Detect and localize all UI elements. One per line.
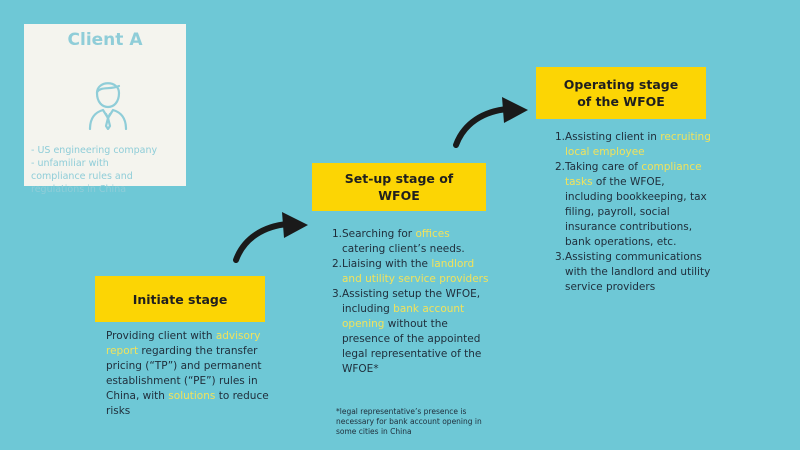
text-run: Assisting communications with the landlo…: [565, 251, 711, 293]
text-run: Searching for: [342, 228, 416, 240]
list-number: 3.: [332, 288, 343, 300]
text-run: Liaising with the: [342, 258, 432, 270]
list-number: 2.: [332, 258, 343, 270]
text-run: Taking care of: [565, 161, 642, 173]
text-run: without the presence of the appointed le…: [342, 318, 482, 375]
client-line: regulations in China: [31, 184, 127, 195]
highlight-text: bank account opening: [342, 303, 465, 330]
setup-stage-title-line: Set-up stage of: [344, 171, 454, 186]
list-item: 1. Searching for offices catering client…: [332, 227, 492, 257]
list-number: 1.: [555, 131, 566, 143]
client-line: - US engineering company: [31, 145, 158, 156]
list-item: 1. Assisting client in recruiting local …: [555, 130, 715, 160]
client-line: - unfamiliar with: [31, 158, 109, 169]
list-number: 1.: [332, 228, 343, 240]
curved-arrow-icon: [453, 97, 528, 148]
highlight-text: landlord and utility service providers: [342, 258, 489, 285]
initiate-stage-header: Initiate stage: [95, 276, 265, 322]
operating-stage-title-line: Operating stage: [563, 77, 679, 92]
operating-stage-list: 1. Assisting client in recruiting local …: [555, 130, 715, 295]
initiate-stage-description: Providing client with advisory report re…: [106, 329, 276, 419]
footnote: *legal representative’s presence is nece…: [336, 407, 482, 436]
text-run: regarding the transfer pricing (“TP”) an…: [106, 345, 262, 402]
client-line: compliance rules and: [31, 171, 133, 182]
initiate-stage-title: Initiate stage: [132, 291, 228, 307]
text-run: of the WFOE, including bookkeeping, tax …: [565, 176, 707, 248]
business-person-icon: [88, 82, 128, 130]
list-item: 2. Taking care of compliance tasks of th…: [555, 160, 715, 250]
list-number: 2.: [555, 161, 566, 173]
setup-stage-list: 1. Searching for offices catering client…: [332, 227, 492, 377]
setup-stage-header: Set-up stage of WFOE: [312, 163, 486, 211]
client-description: - US engineering company - unfamiliar wi…: [31, 144, 186, 196]
text-run: catering client’s needs.: [342, 243, 465, 255]
operating-stage-header: Operating stage of the WFOE: [536, 67, 706, 119]
list-item: 3. Assisting setup the WFOE, including b…: [332, 287, 492, 377]
highlight-text: advisory report: [106, 330, 261, 357]
setup-stage-title-line: WFOE: [378, 188, 420, 203]
client-card: Client A - US engineering company - unfa…: [24, 24, 186, 195]
curved-arrow-icon: [233, 212, 308, 263]
list-item: 3. Assisting communications with the lan…: [555, 250, 715, 295]
highlight-text: solutions: [168, 390, 216, 402]
highlight-text: recruiting local employee: [565, 131, 711, 158]
list-number: 3.: [555, 251, 566, 263]
operating-stage-title-line: of the WFOE: [577, 94, 665, 109]
text-run: to reduce risks: [106, 390, 269, 417]
highlight-text: compliance tasks: [565, 161, 702, 188]
highlight-text: offices: [415, 228, 450, 240]
text-run: Assisting setup the WFOE, including: [342, 288, 481, 315]
client-title: Client A: [67, 30, 143, 50]
text-run: Providing client with: [106, 330, 216, 342]
list-item: 2. Liaising with the landlord and utilit…: [332, 257, 492, 287]
text-run: Assisting client in: [565, 131, 661, 143]
